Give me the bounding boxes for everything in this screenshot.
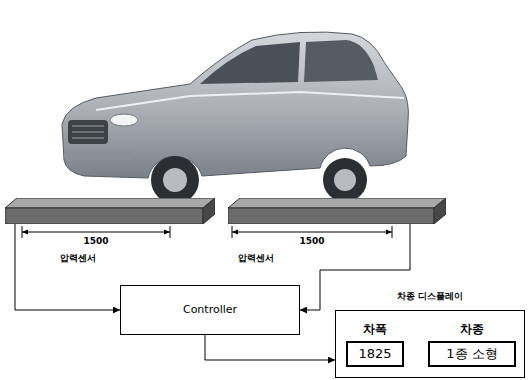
car-bumper <box>64 150 134 160</box>
signal-wire <box>205 335 335 360</box>
plate-shape <box>5 198 215 224</box>
car-highlight <box>96 92 404 110</box>
car-picture <box>62 32 408 204</box>
dimension-line <box>232 232 392 233</box>
car-body <box>62 32 408 178</box>
pressure-sensor-plate: 압력센서 <box>228 198 446 224</box>
plate-front <box>228 208 434 224</box>
panel-title: 차종 디스플레이 <box>397 291 463 301</box>
dimension-tick <box>170 226 171 238</box>
plate-top <box>228 198 446 208</box>
sensor-label: 압력센서 <box>238 253 274 263</box>
car-front-wheel <box>151 156 199 204</box>
controller-box: Controller <box>120 285 300 335</box>
display-heading: 차폭 <box>363 323 387 337</box>
car-headlight <box>110 114 138 126</box>
dimension-label: 1500 <box>66 236 126 246</box>
dimension-tick <box>392 226 393 238</box>
car-side-window <box>304 40 378 82</box>
car-grille <box>68 120 108 144</box>
pressure-sensor-plate: 압력센서 <box>5 198 215 224</box>
dimension-label: 1500 <box>282 236 342 246</box>
car-rear-rim <box>334 169 356 191</box>
controller-label: Controller <box>183 304 237 317</box>
plate-top <box>5 198 215 208</box>
dimension-tick <box>232 226 233 238</box>
dimension-line <box>22 232 170 233</box>
dimension-lines <box>22 226 392 238</box>
car-grille-bars <box>72 126 104 138</box>
display-value: 1825 <box>358 347 391 362</box>
car-rear-wheel <box>323 158 367 202</box>
plate-front <box>5 208 203 224</box>
plate-shape <box>228 198 446 224</box>
car-windshield <box>200 42 300 84</box>
width-display: 차폭1825 <box>346 341 404 367</box>
dimension-tick <box>22 226 23 238</box>
sensor-label: 압력센서 <box>60 253 96 263</box>
class-display: 차종1종 소형 <box>428 341 516 367</box>
display-value: 1종 소형 <box>446 347 497 362</box>
car-front-rim <box>163 168 187 192</box>
display-heading: 차종 <box>460 323 484 337</box>
plate-side <box>203 198 215 224</box>
display-panel: 차종 디스플레이차폭1825차종1종 소형 <box>335 310 525 378</box>
plate-side <box>434 198 446 224</box>
